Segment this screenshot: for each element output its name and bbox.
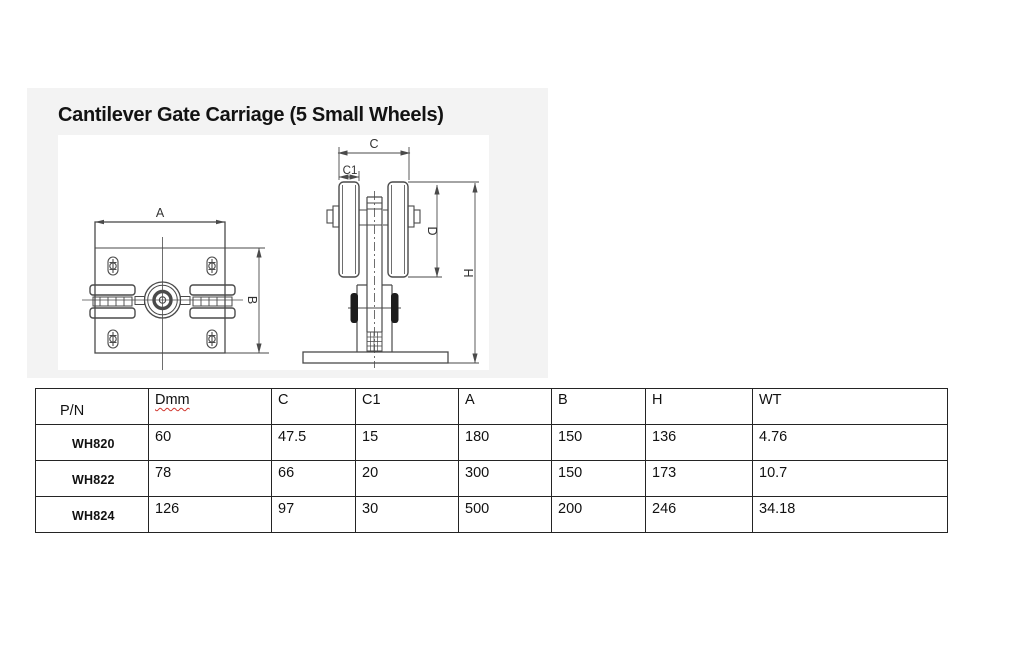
cell-c1: 15 bbox=[355, 424, 459, 461]
cell-pn: WH820 bbox=[35, 424, 149, 461]
table-header-row: P/N Dmm C C1 A B H WT bbox=[35, 388, 948, 425]
dim-label-d: D bbox=[425, 226, 439, 235]
side-wheels bbox=[338, 181, 409, 278]
axle-bolts bbox=[326, 205, 421, 228]
spec-table: P/N Dmm C C1 A B H WT WH820 60 47.5 15 1… bbox=[35, 388, 948, 533]
adjustment-slots bbox=[107, 256, 218, 349]
base-plate bbox=[302, 351, 449, 364]
technical-drawing: A B bbox=[58, 135, 489, 370]
cell-b: 200 bbox=[551, 496, 646, 533]
cell-c: 47.5 bbox=[271, 424, 356, 461]
table-row: WH824 126 97 30 500 200 246 34.18 bbox=[35, 496, 948, 533]
cell-a: 180 bbox=[458, 424, 552, 461]
cell-pn: WH824 bbox=[35, 496, 149, 533]
table-row: WH822 78 66 20 300 150 173 10.7 bbox=[35, 460, 948, 497]
cell-dmm: 60 bbox=[148, 424, 272, 461]
header-c: C bbox=[271, 388, 356, 425]
cell-b: 150 bbox=[551, 460, 646, 497]
left-wheel-pair bbox=[89, 284, 145, 319]
table-row: WH820 60 47.5 15 180 150 136 4.76 bbox=[35, 424, 948, 461]
header-a: A bbox=[458, 388, 552, 425]
front-view bbox=[82, 219, 269, 370]
cell-dmm: 78 bbox=[148, 460, 272, 497]
header-dmm: Dmm bbox=[148, 388, 272, 425]
cell-c: 66 bbox=[271, 460, 356, 497]
cell-a: 500 bbox=[458, 496, 552, 533]
cell-wt: 34.18 bbox=[752, 496, 948, 533]
header-c1: C1 bbox=[355, 388, 459, 425]
cell-dmm: 126 bbox=[148, 496, 272, 533]
cell-h: 136 bbox=[645, 424, 753, 461]
header-dmm-text: Dmm bbox=[155, 392, 190, 408]
cell-b: 150 bbox=[551, 424, 646, 461]
right-wheel-pair bbox=[180, 284, 236, 319]
page-title: Cantilever Gate Carriage (5 Small Wheels… bbox=[58, 104, 444, 126]
header-wt: WT bbox=[752, 388, 948, 425]
dim-label-a: A bbox=[156, 206, 165, 220]
cell-pn: WH822 bbox=[35, 460, 149, 497]
cell-h: 173 bbox=[645, 460, 753, 497]
carriage-drawing-svg: A B bbox=[82, 137, 479, 370]
header-h: H bbox=[645, 388, 753, 425]
dim-label-c1: C1 bbox=[343, 165, 358, 177]
header-pn: P/N bbox=[35, 388, 149, 425]
dim-label-c: C bbox=[369, 137, 378, 151]
dim-label-h: H bbox=[461, 268, 475, 277]
dim-label-b: B bbox=[245, 296, 259, 304]
cell-c: 97 bbox=[271, 496, 356, 533]
cell-a: 300 bbox=[458, 460, 552, 497]
cell-wt: 4.76 bbox=[752, 424, 948, 461]
cell-c1: 20 bbox=[355, 460, 459, 497]
guide-bracket bbox=[348, 284, 401, 352]
shaft-nut bbox=[366, 331, 383, 352]
header-b: B bbox=[551, 388, 646, 425]
cell-c1: 30 bbox=[355, 496, 459, 533]
cell-wt: 10.7 bbox=[752, 460, 948, 497]
side-view bbox=[302, 147, 479, 368]
cell-h: 246 bbox=[645, 496, 753, 533]
